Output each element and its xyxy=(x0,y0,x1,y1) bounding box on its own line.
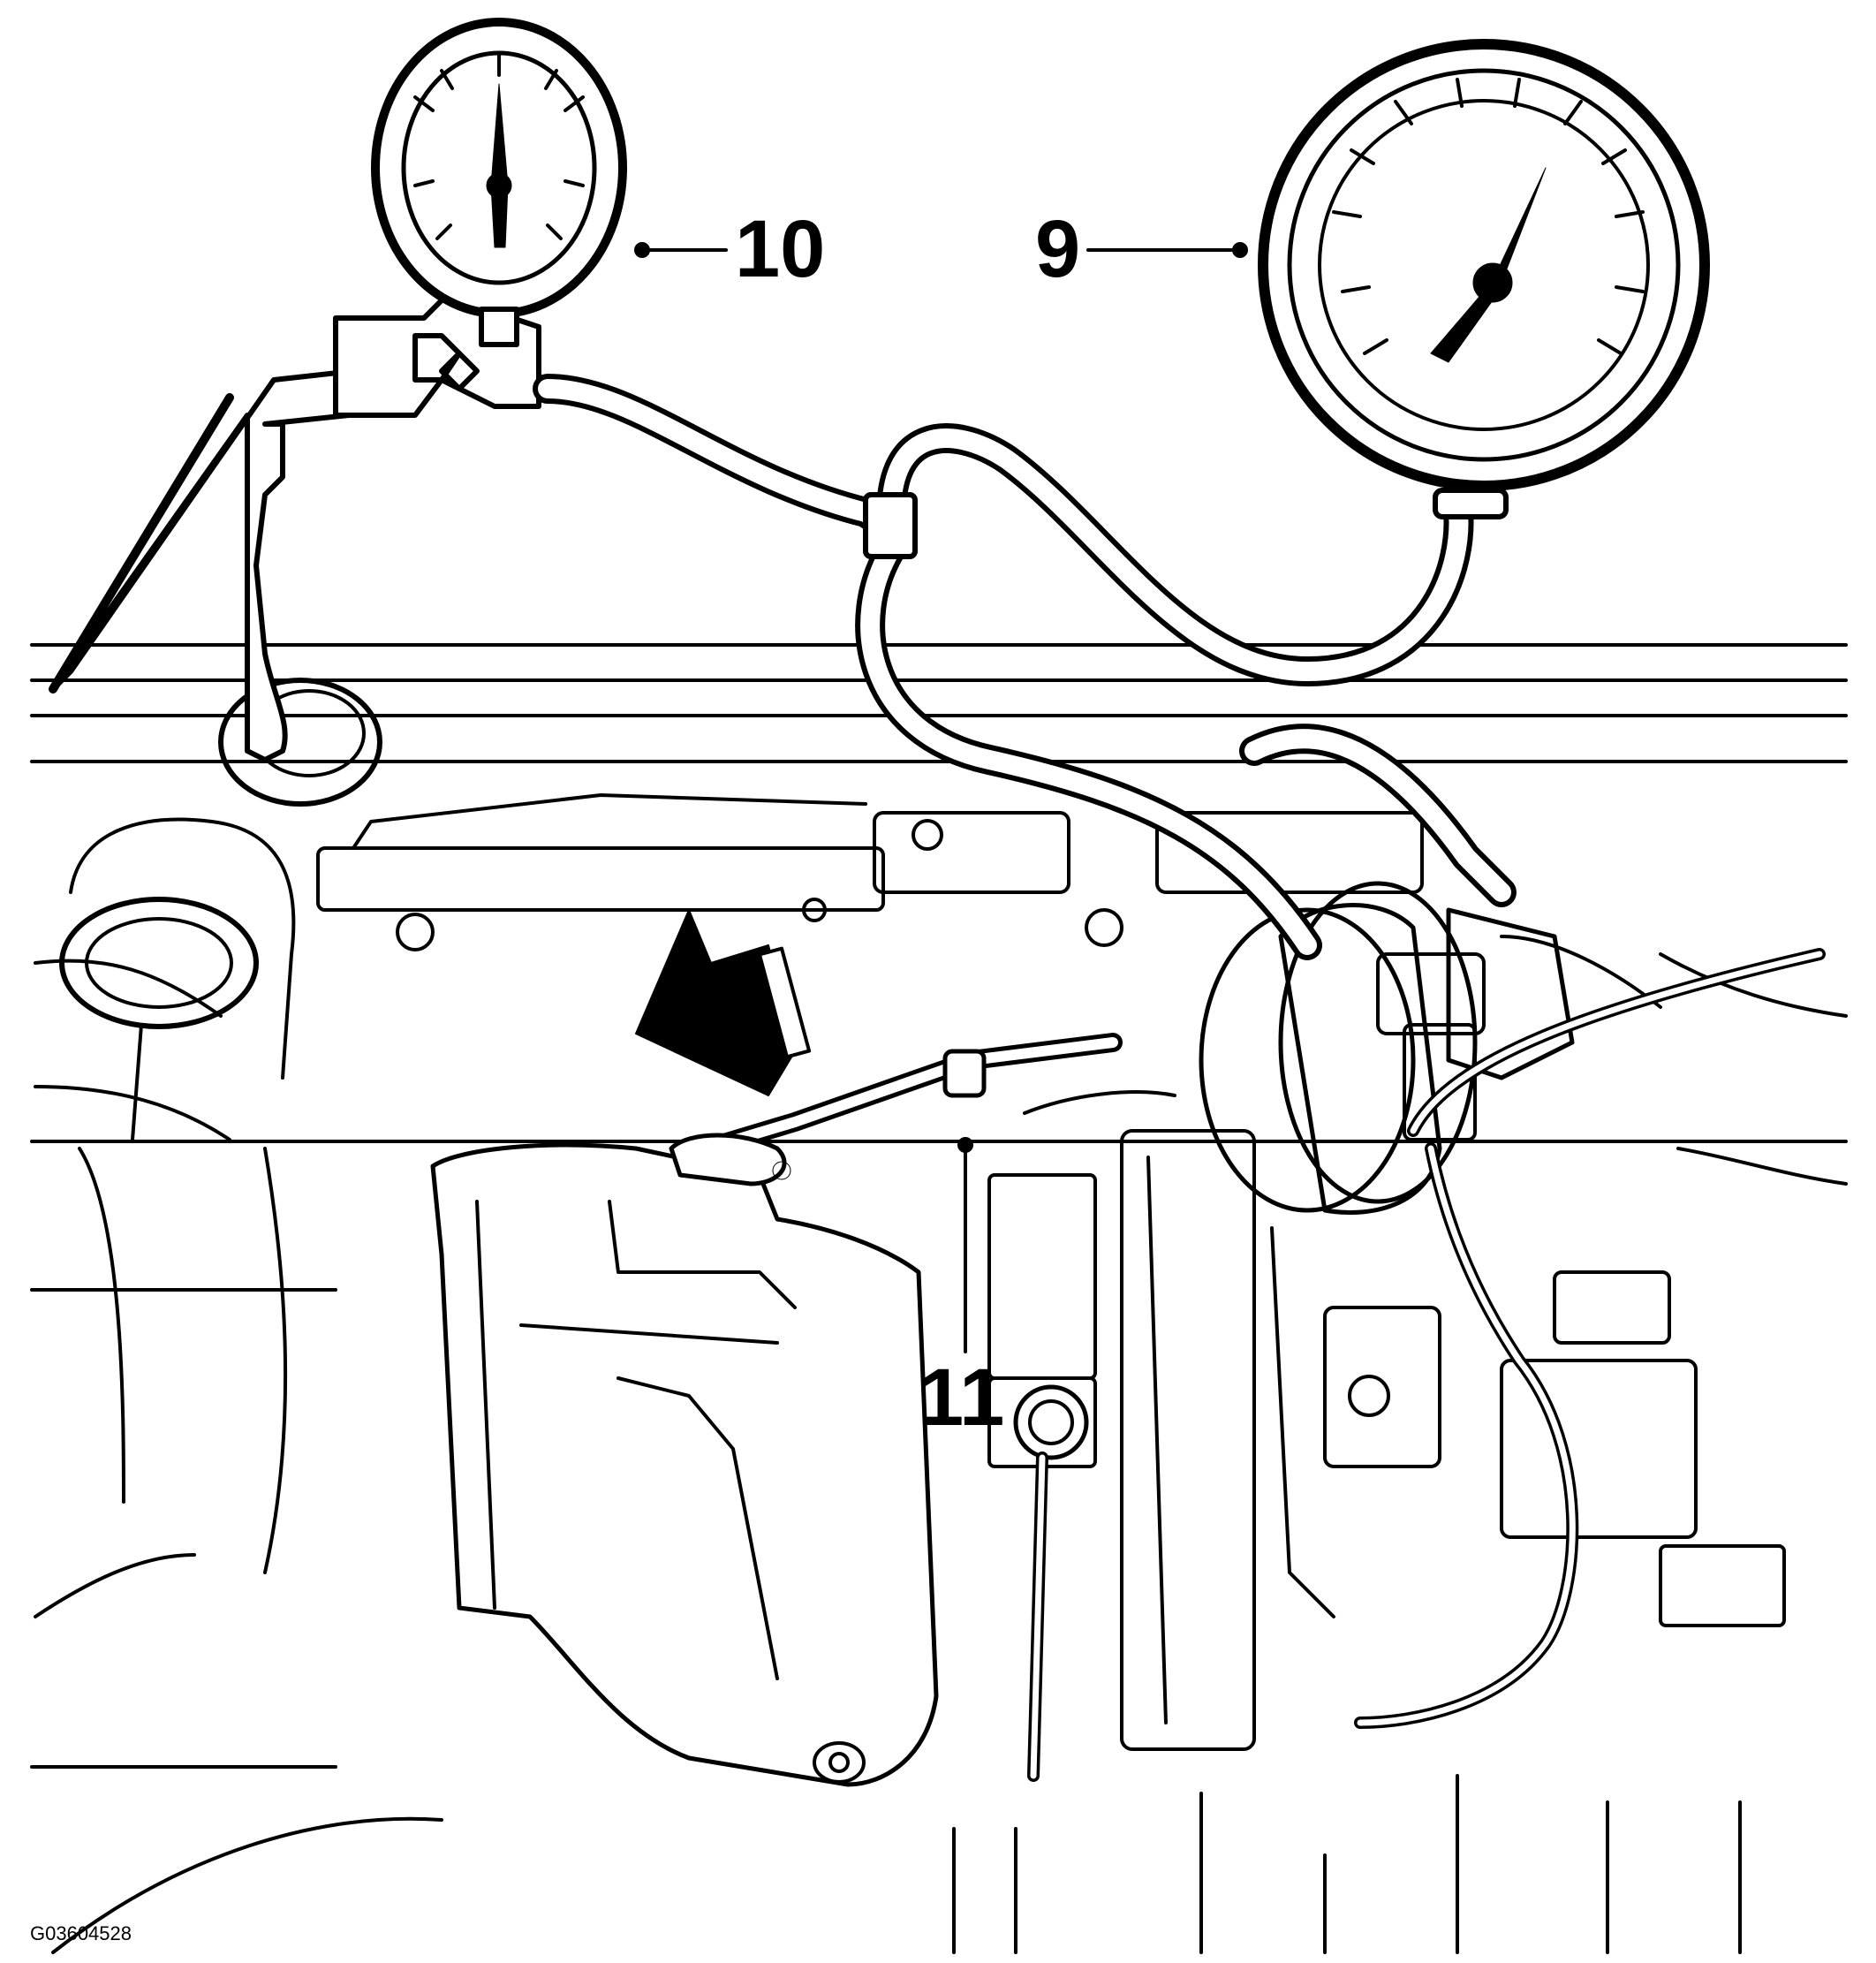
fuel-line xyxy=(669,1033,1123,1186)
direction-arrow-icon xyxy=(635,909,812,1096)
callout-label-fuel-line: 11 xyxy=(919,1353,1005,1443)
vacuum-hose xyxy=(533,374,1517,960)
bolt-heads xyxy=(396,819,1123,951)
pressure-gauge-icon xyxy=(1258,39,1710,519)
callout-label-gauge-small: 10 xyxy=(735,204,826,294)
callout-leaders xyxy=(634,242,1248,1353)
pressure-gauge-icon xyxy=(371,18,627,347)
figure-id: G03604528 xyxy=(30,1922,132,1944)
engine-outline xyxy=(30,643,1848,1954)
callout-label-gauge-large: 9 xyxy=(1035,204,1081,294)
